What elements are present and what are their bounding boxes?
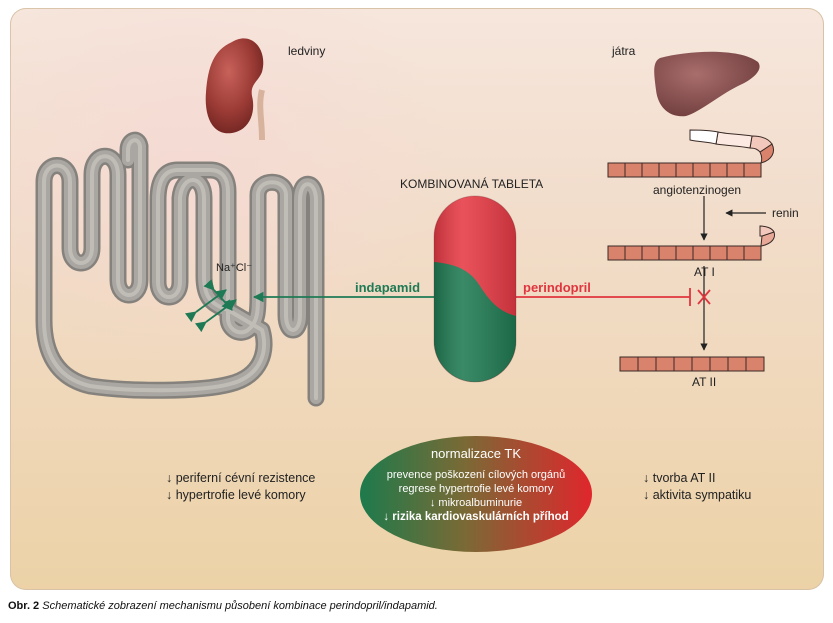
block-cross-icon [697,289,711,305]
nephron-tubule [35,131,325,407]
outcome-line: regrese hypertrofie levé komory [398,483,554,495]
angiotensinogen-label: angiotenzinogen [653,183,742,197]
kidney-illustration [205,38,265,141]
right-effect-item: ↓ aktivita sympatiku [643,488,752,502]
ion-transport-arrows [184,279,237,333]
outcome-line: prevence poškození cílových orgánů [386,469,566,481]
left-effect-item: ↓ periferní cévní rezistence [166,471,316,485]
liver-label: játra [612,44,636,58]
kidney-label: ledviny [288,44,326,58]
at2-chain [619,356,765,372]
caption-label: Obr. 2 [8,600,40,612]
perindopril-label: perindopril [523,280,591,295]
renin-label: renin [772,206,799,220]
outcome-oval [360,436,592,552]
figure-caption: Obr. 2 Schematické zobrazení mechanismu … [8,600,438,612]
at1-label: AT I [694,265,715,279]
left-effects: ↓ periferní cévní rezistence ↓ hypertrof… [166,470,315,504]
outcome-text: normalizace TK prevence poškození cílový… [362,440,590,525]
combined-tablet [433,195,517,383]
right-effect-item: ↓ tvorba AT II [643,471,716,485]
ion-label: Na⁺Cl⁻ [216,262,253,274]
outcome-title: normalizace TK [430,446,522,461]
at2-label: AT II [692,375,717,389]
tablet-label: KOMBINOVANÁ TABLETA [400,177,544,191]
right-effects: ↓ tvorba AT II ↓ aktivita sympatiku [643,470,751,504]
indapamid-label: indapamid [355,280,421,295]
liver-illustration [654,51,760,117]
at1-chain [607,225,775,261]
perindopril-inhibition [516,288,691,306]
outcome-line: ↓ mikroalbuminurie [429,497,523,509]
left-effect-item: ↓ hypertrofie levé komory [166,488,306,502]
outcome-key-line: ↓ rizika kardiovaskulárních příhod [383,511,569,523]
angiotensinogen-chain [607,129,775,178]
caption-text: Schematické zobrazení mechanismu působen… [42,600,438,612]
